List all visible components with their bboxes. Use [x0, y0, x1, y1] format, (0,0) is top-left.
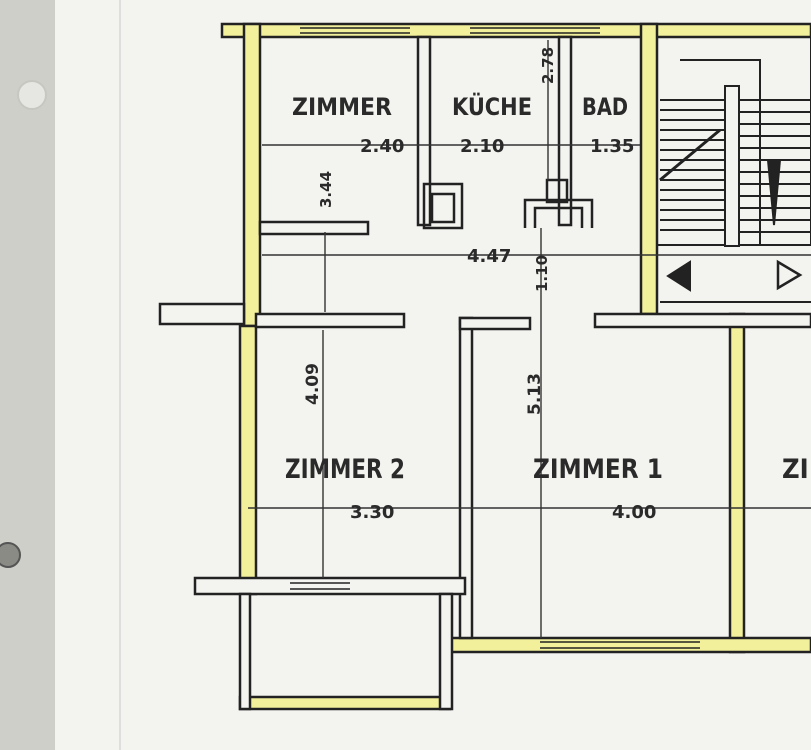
dim-kueche-width: 2.10 [460, 136, 504, 157]
dim-zimmer-height: 3.44 [317, 171, 335, 208]
paper-sheet [55, 0, 811, 750]
room-label-zimmer: ZIMMER [292, 93, 392, 121]
wall-exterior-stub [158, 302, 246, 326]
dim-bad-width: 1.35 [590, 136, 634, 157]
wall-left-lower [238, 324, 258, 596]
wall-hall-bottom-left [254, 312, 406, 329]
room-label-zimmer-partial: ZI [782, 454, 809, 485]
dim-hall-length: 4.47 [467, 246, 511, 267]
wall-kueche-bad [557, 35, 573, 227]
wall-bottom-zimmer1 [448, 636, 811, 654]
wall-left-upper [242, 22, 262, 328]
wall-stair-left [639, 22, 659, 316]
wall-hall-bottom-mid [458, 316, 532, 331]
wall-balcony-bottom [238, 695, 452, 711]
wall-balcony-right [438, 592, 454, 711]
windows [290, 27, 700, 649]
wall-top [220, 22, 811, 39]
dim-zimmer1-width: 4.00 [612, 502, 656, 523]
dim-zimmer1-height: 5.13 [525, 373, 545, 415]
wall-zimmer2-bottom [193, 576, 467, 596]
walls [220, 22, 811, 711]
binder-ring [0, 542, 21, 568]
room-label-bad: BAD [582, 93, 628, 121]
room-label-zimmer2: ZIMMER 2 [285, 454, 405, 485]
wall-hall-bottom-right [593, 312, 811, 329]
dim-zimmer2-height: 4.09 [303, 363, 323, 405]
interior-walls [158, 35, 811, 711]
dim-zimmer2-width: 3.30 [350, 502, 394, 523]
staircase [656, 36, 811, 303]
wall-right-lower [728, 312, 746, 654]
bath-sink [523, 198, 594, 228]
dim-kueche-height: 2.78 [539, 47, 557, 84]
dim-hall-width: 1.10 [533, 255, 551, 292]
kitchen-stove [422, 182, 464, 230]
room-label-zimmer1: ZIMMER 1 [533, 454, 663, 485]
stair-arrow-down-icon [766, 159, 782, 226]
room-label-kueche: KÜCHE [452, 91, 532, 121]
wall-zimmer-hall [258, 220, 370, 236]
stair-arrow-left-icon [666, 260, 691, 292]
binder-hole-top [17, 80, 47, 110]
wall-balcony-left [238, 592, 252, 711]
stair-arrow-right-icon [776, 259, 803, 291]
dimension-lines [248, 40, 811, 638]
dim-zimmer-width: 2.40 [360, 136, 404, 157]
fixtures [422, 178, 594, 230]
